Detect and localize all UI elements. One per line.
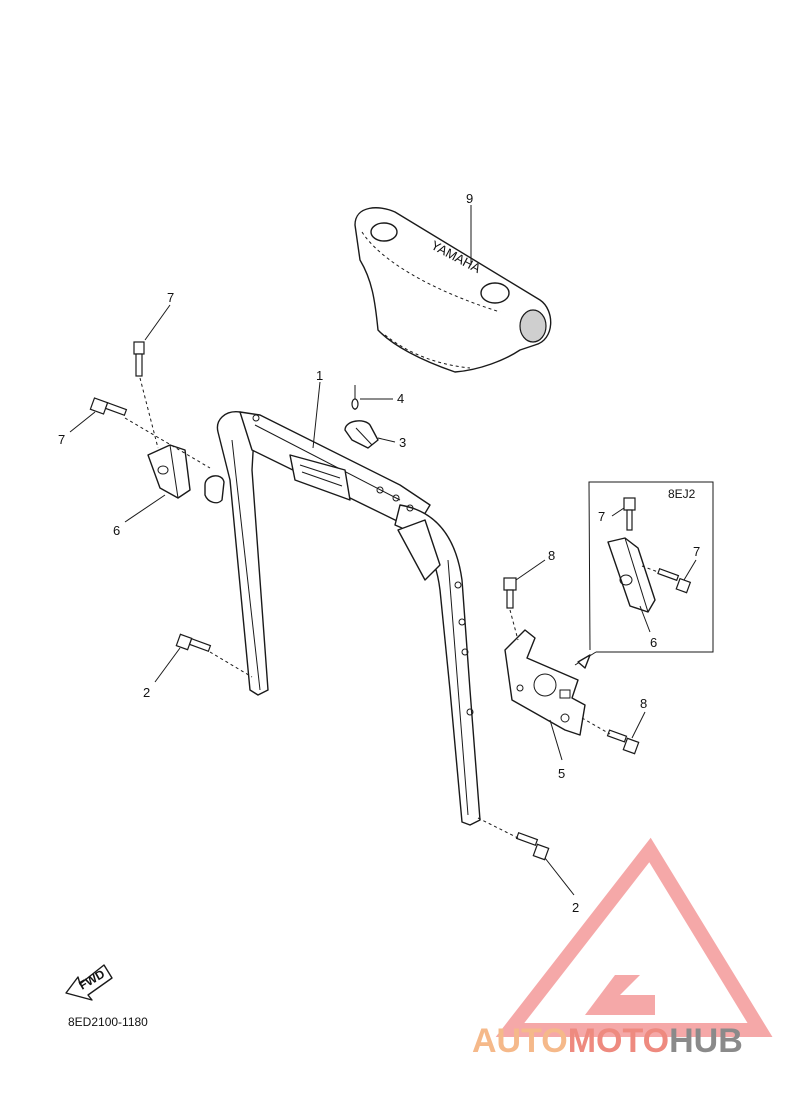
watermark-moto: MOTO (568, 1022, 669, 1060)
callout-7-inset-right: 7 (693, 544, 700, 559)
bolt-2-left (175, 633, 212, 653)
callout-5: 5 (558, 766, 565, 781)
watermark-hub: HUB (669, 1022, 743, 1060)
bolt-8-right (606, 729, 640, 755)
mount-bracket (504, 629, 586, 736)
bracket-left (147, 444, 191, 499)
watermark-text: AUTOMOTOHUB (472, 1022, 743, 1060)
rivet (351, 385, 359, 410)
callout-3: 3 (399, 435, 406, 450)
bolt-8-top (503, 577, 517, 609)
bolt-7-horizontal (89, 397, 128, 417)
cable-clip (344, 420, 379, 449)
inset-8ej2: 8EJ2 6 7 7 (574, 481, 714, 669)
inset-label: 8EJ2 (668, 487, 696, 501)
callout-6-inset: 6 (650, 635, 657, 650)
fwd-arrow-icon: FWD (65, 964, 113, 1001)
callout-2-right: 2 (572, 900, 579, 915)
handlebar-frame (204, 411, 481, 826)
drawing-code: 8ED2100-1180 (68, 1015, 148, 1029)
callout-7-top: 7 (167, 290, 174, 305)
watermark-auto: AUTO (472, 1022, 568, 1060)
callout-8-right: 8 (640, 696, 647, 711)
handlebar-pad: YAMAHA (354, 207, 552, 373)
bolt-2-right (515, 831, 550, 861)
bolt-7-vertical (133, 341, 145, 377)
callout-1: 1 (316, 368, 323, 383)
callout-8-top: 8 (548, 548, 555, 563)
callout-9: 9 (466, 191, 473, 206)
callout-2-left: 2 (143, 685, 150, 700)
watermark-logo-icon (495, 837, 773, 1037)
callout-7-inset-top: 7 (598, 509, 605, 524)
callout-6-left: 6 (113, 523, 120, 538)
callout-7-left: 7 (58, 432, 65, 447)
callout-4: 4 (397, 391, 404, 406)
